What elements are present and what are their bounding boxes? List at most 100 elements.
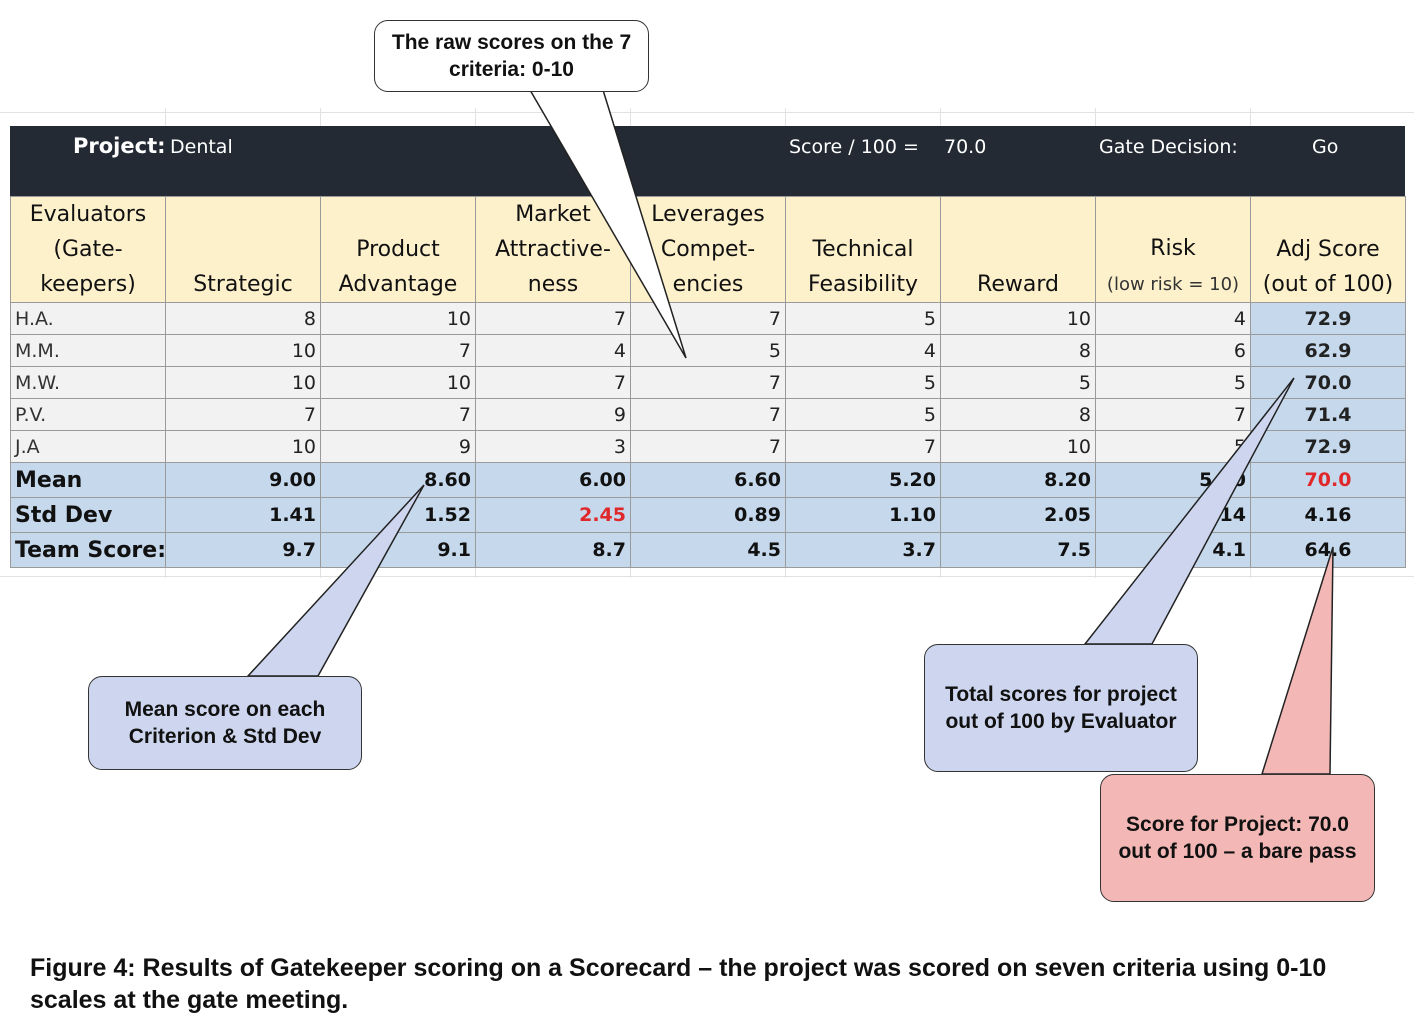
score-cell: 10	[165, 334, 321, 367]
column-header-text: (out of 100)	[1262, 272, 1394, 297]
scores-table: Evaluators (Gate-keepers) Strategic Product…	[10, 196, 1406, 568]
column-header: Adj Score (out of 100)	[1250, 196, 1406, 303]
score-cell: 9	[320, 430, 476, 463]
score-cell: 6.60	[630, 462, 786, 498]
score-cell: 10	[940, 302, 1096, 335]
mean-score-callout: Mean score on each Criterion & Std Dev	[88, 676, 362, 770]
gate-decision-label: Gate Decision:	[1099, 136, 1238, 158]
adj-score-cell: 72.9	[1250, 430, 1406, 463]
mean-pointer	[246, 484, 425, 677]
row-label: H.A.	[10, 302, 166, 335]
figure-caption: Figure 4: Results of Gatekeeper scoring …	[30, 954, 1327, 1014]
grid-line	[0, 576, 1414, 577]
project-label: Project:	[73, 134, 166, 158]
score-cell: 3	[475, 430, 631, 463]
column-header: Risk (low risk = 10)	[1095, 196, 1251, 303]
score-cell: 10	[165, 430, 321, 463]
row-label: M.W.	[10, 366, 166, 399]
adj-score-cell: 70.0	[1250, 366, 1406, 399]
score-cell: 8	[165, 302, 321, 335]
column-header-text: Attractive-	[495, 237, 611, 262]
score-cell: 1.41	[165, 497, 321, 533]
column-header-text: Adj Score	[1276, 237, 1380, 262]
score-cell: 3.7	[785, 532, 941, 568]
score-cell: 8.60	[320, 462, 476, 498]
column-header-text: encies	[672, 272, 744, 297]
column-header-text: Feasibility	[808, 272, 918, 297]
score-cell: 2.45	[475, 497, 631, 533]
adj-score-cell: 72.9	[1250, 302, 1406, 335]
column-header-text: Advantage	[338, 272, 458, 297]
score-cell: 10	[320, 302, 476, 335]
score-cell: 7	[475, 366, 631, 399]
score-label: Score / 100 =	[789, 136, 919, 158]
raw-pointer	[528, 89, 687, 359]
score-cell: 7	[1095, 398, 1251, 431]
score-cell: 1.10	[785, 497, 941, 533]
score-cell: 6	[1095, 334, 1251, 367]
adj-score-cell: 4.16	[1250, 497, 1406, 533]
row-label: P.V.	[10, 398, 166, 431]
column-header-text: (Gate-	[53, 237, 123, 262]
score-cell: 9	[475, 398, 631, 431]
column-header-text: Leverages	[651, 202, 765, 227]
score-cell: 9.7	[165, 532, 321, 568]
score-cell: 7	[475, 302, 631, 335]
score-cell: 5	[785, 366, 941, 399]
score-cell: 5.20	[785, 462, 941, 498]
project-score-callout: Score for Project: 70.0 out of 100 – a b…	[1100, 774, 1375, 902]
score-cell: 4.5	[630, 532, 786, 568]
total-scores-callout: Total scores for project out of 100 by E…	[924, 644, 1198, 772]
column-header-text: Strategic	[193, 272, 293, 297]
score-cell: 8	[940, 398, 1096, 431]
column-header-text: Risk	[1150, 236, 1196, 261]
row-label: M.M.	[10, 334, 166, 367]
score-cell: 8.20	[940, 462, 1096, 498]
score-cell: 10	[165, 366, 321, 399]
column-header-text: Market	[515, 202, 591, 227]
row-label: Mean	[10, 462, 166, 498]
score-cell: 7	[630, 430, 786, 463]
risk-note: (low risk = 10)	[1106, 274, 1240, 295]
column-header-text: Evaluators	[29, 202, 147, 227]
adj-score-cell: 70.0	[1250, 462, 1406, 498]
project-pointer	[1260, 546, 1334, 775]
score-cell: 5	[940, 366, 1096, 399]
score-cell: 10	[320, 366, 476, 399]
score-cell: 0.89	[630, 497, 786, 533]
column-header-text: Technical	[812, 237, 914, 262]
column-header-text: keepers)	[40, 272, 136, 297]
score-cell: 7	[785, 430, 941, 463]
score-cell: 2.05	[940, 497, 1096, 533]
total-pointer	[1083, 377, 1295, 645]
column-header-text: Product	[356, 237, 440, 262]
row-label: Team Score:	[10, 532, 166, 568]
gate-decision-value: Go	[1312, 136, 1339, 158]
score-cell: 10	[940, 430, 1096, 463]
project-header-bar: Project: Dental Score / 100 = 70.0 Gate …	[10, 126, 1405, 196]
score-cell: 7	[630, 398, 786, 431]
score-cell: 8	[940, 334, 1096, 367]
column-header-text: Reward	[977, 272, 1059, 297]
score-cell: 8.7	[475, 532, 631, 568]
raw-scores-callout: The raw scores on the 7 criteria: 0-10	[374, 20, 649, 92]
score-cell: 7.5	[940, 532, 1096, 568]
score-cell: 6.00	[475, 462, 631, 498]
score-cell: 7	[630, 366, 786, 399]
column-header-text: ness	[527, 272, 579, 297]
column-header: Reward	[940, 196, 1096, 303]
score-cell: 5	[785, 302, 941, 335]
score-value: 70.0	[944, 136, 987, 158]
column-header: Evaluators (Gate-keepers)	[10, 196, 166, 303]
adj-score-cell: 71.4	[1250, 398, 1406, 431]
score-cell: 5	[1095, 366, 1251, 399]
score-cell: 4	[1095, 302, 1251, 335]
project-name: Dental	[170, 136, 233, 158]
